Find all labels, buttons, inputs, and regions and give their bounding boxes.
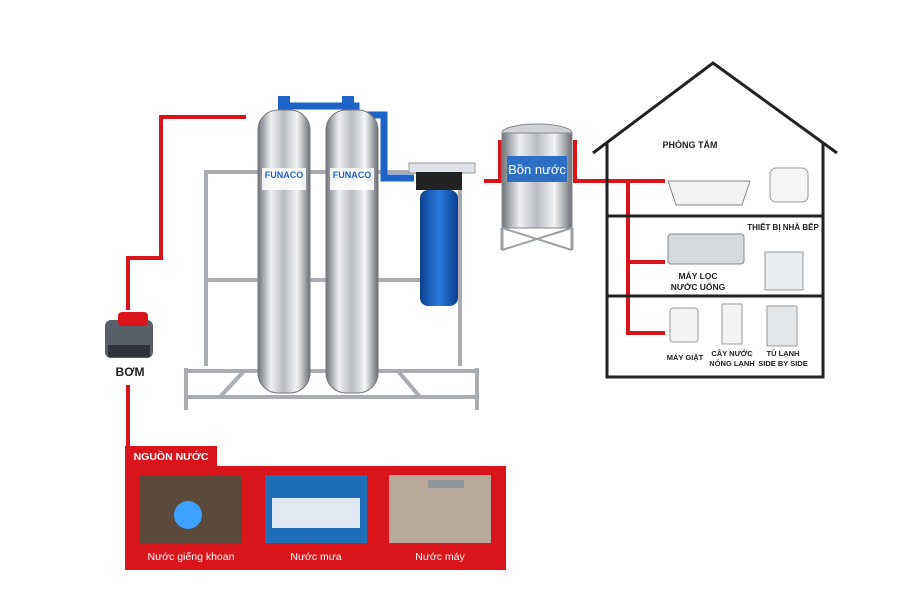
pump-label: BƠM — [115, 365, 145, 379]
filter-brand-right: FUNACO — [333, 170, 372, 180]
sources-tab — [125, 446, 217, 468]
dispenser-label-line2: NÓNG LẠNH — [709, 359, 755, 368]
water-heater-icon — [769, 167, 809, 203]
filter-column-right — [325, 96, 379, 394]
pipe-pump-to-filter — [126, 115, 246, 310]
ro-purifier-icon — [764, 251, 804, 291]
pipe-house-branches — [626, 181, 665, 335]
sink-icon — [667, 233, 745, 265]
kitchen-label: THIẾT BỊ NHÀ BẾP — [747, 223, 819, 232]
sources-title: NGUỒN NƯỚC — [133, 451, 209, 463]
appliances — [667, 167, 809, 347]
pipe-tank-to-house — [573, 140, 665, 183]
storage-tank — [500, 123, 574, 251]
house — [592, 61, 838, 379]
water-dispenser-icon — [721, 303, 743, 345]
filter-brand-left: FUNACO — [265, 170, 304, 180]
fridge-icon — [766, 305, 798, 347]
pipe-filter-to-tank — [484, 140, 502, 183]
cartridge-filter — [408, 162, 476, 306]
filter-column-left — [257, 96, 311, 394]
dispenser-label-line1: CÂY NƯỚC — [711, 349, 753, 358]
source-label-rain: Nước mưa — [290, 551, 342, 563]
red-pipes — [126, 115, 665, 446]
pump — [105, 312, 153, 358]
house-walls — [605, 143, 825, 379]
bathroom-label: PHÒNG TẮM — [662, 140, 718, 150]
house-roof — [592, 61, 838, 155]
fridge-label-line2: SIDE BY SIDE — [758, 359, 808, 368]
washing-machine-icon — [669, 307, 699, 343]
washer-label: MÁY GIẶT — [666, 353, 704, 362]
tank-label: Bồn nước — [508, 162, 566, 177]
ro-label-line1: MÁY LỌC — [678, 271, 718, 281]
source-label-tap: Nước máy — [415, 551, 465, 563]
bathtub-icon — [667, 180, 751, 206]
source-label-well: Nước giếng khoan — [147, 551, 235, 563]
ro-label-line2: NƯỚC UỐNG — [670, 282, 726, 292]
fridge-label-line1: TỦ LẠNH — [766, 349, 800, 358]
